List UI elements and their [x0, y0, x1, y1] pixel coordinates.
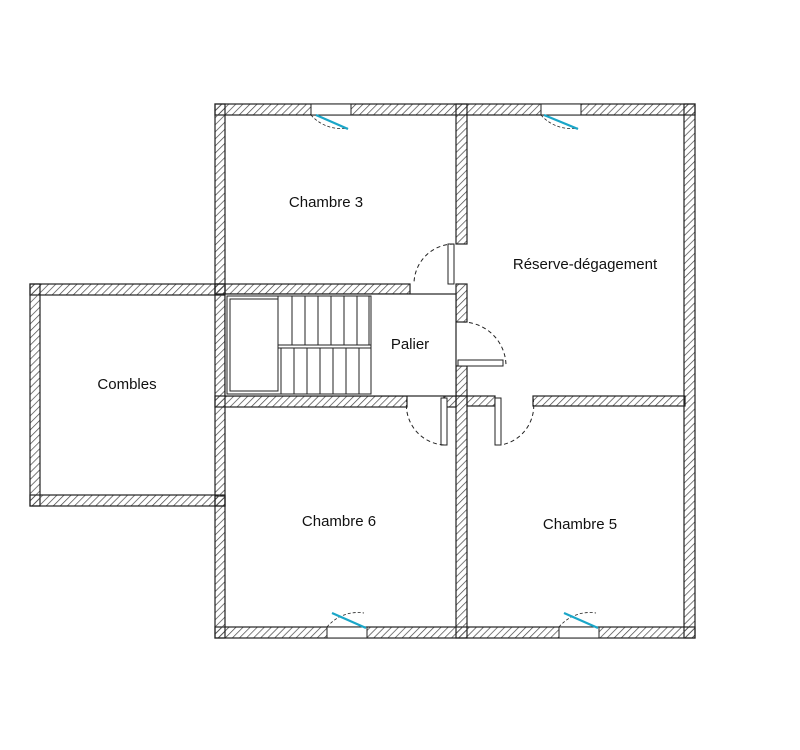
wall-bottom: [214, 626, 696, 639]
wall-palier-bottom-left: [214, 395, 408, 408]
door-chambre-3: [413, 243, 455, 285]
wall-combles-bottom: [29, 494, 226, 507]
label-palier: Palier: [391, 336, 429, 353]
wall-central-upper: [455, 103, 468, 245]
window-chambre-6: [326, 611, 368, 639]
wall-reserve-bottom-a: [466, 395, 496, 407]
wall-top: [214, 103, 696, 116]
window-chambre-5: [558, 611, 600, 639]
staircase: [226, 295, 372, 395]
wall-left-upper: [214, 103, 226, 296]
label-chambre-5: Chambre 5: [543, 516, 617, 533]
wall-left-lower: [214, 495, 226, 639]
doors: [405, 243, 535, 446]
label-chambre-3: Chambre 3: [289, 194, 363, 211]
door-chambre-5: [494, 397, 535, 446]
wall-central-mid: [455, 283, 468, 323]
walls: [29, 103, 696, 639]
windows: [310, 103, 600, 639]
wall-central-mid2: [455, 365, 468, 397]
wall-right: [683, 103, 696, 639]
window-chambre-3: [310, 103, 352, 131]
wall-combles-top: [29, 283, 226, 296]
door-chambre-6: [405, 397, 448, 446]
wall-central-lower: [455, 395, 468, 639]
label-combles: Combles: [97, 376, 156, 393]
label-reserve: Réserve-dégagement: [513, 256, 658, 273]
wall-combles-right: [214, 283, 226, 507]
door-reserve: [457, 321, 507, 367]
wall-reserve-bottom-b: [532, 395, 686, 407]
wall-chambre3-bottom: [214, 283, 411, 295]
window-reserve: [540, 103, 582, 131]
wall-combles-left: [29, 283, 41, 507]
label-chambre-6: Chambre 6: [302, 513, 376, 530]
